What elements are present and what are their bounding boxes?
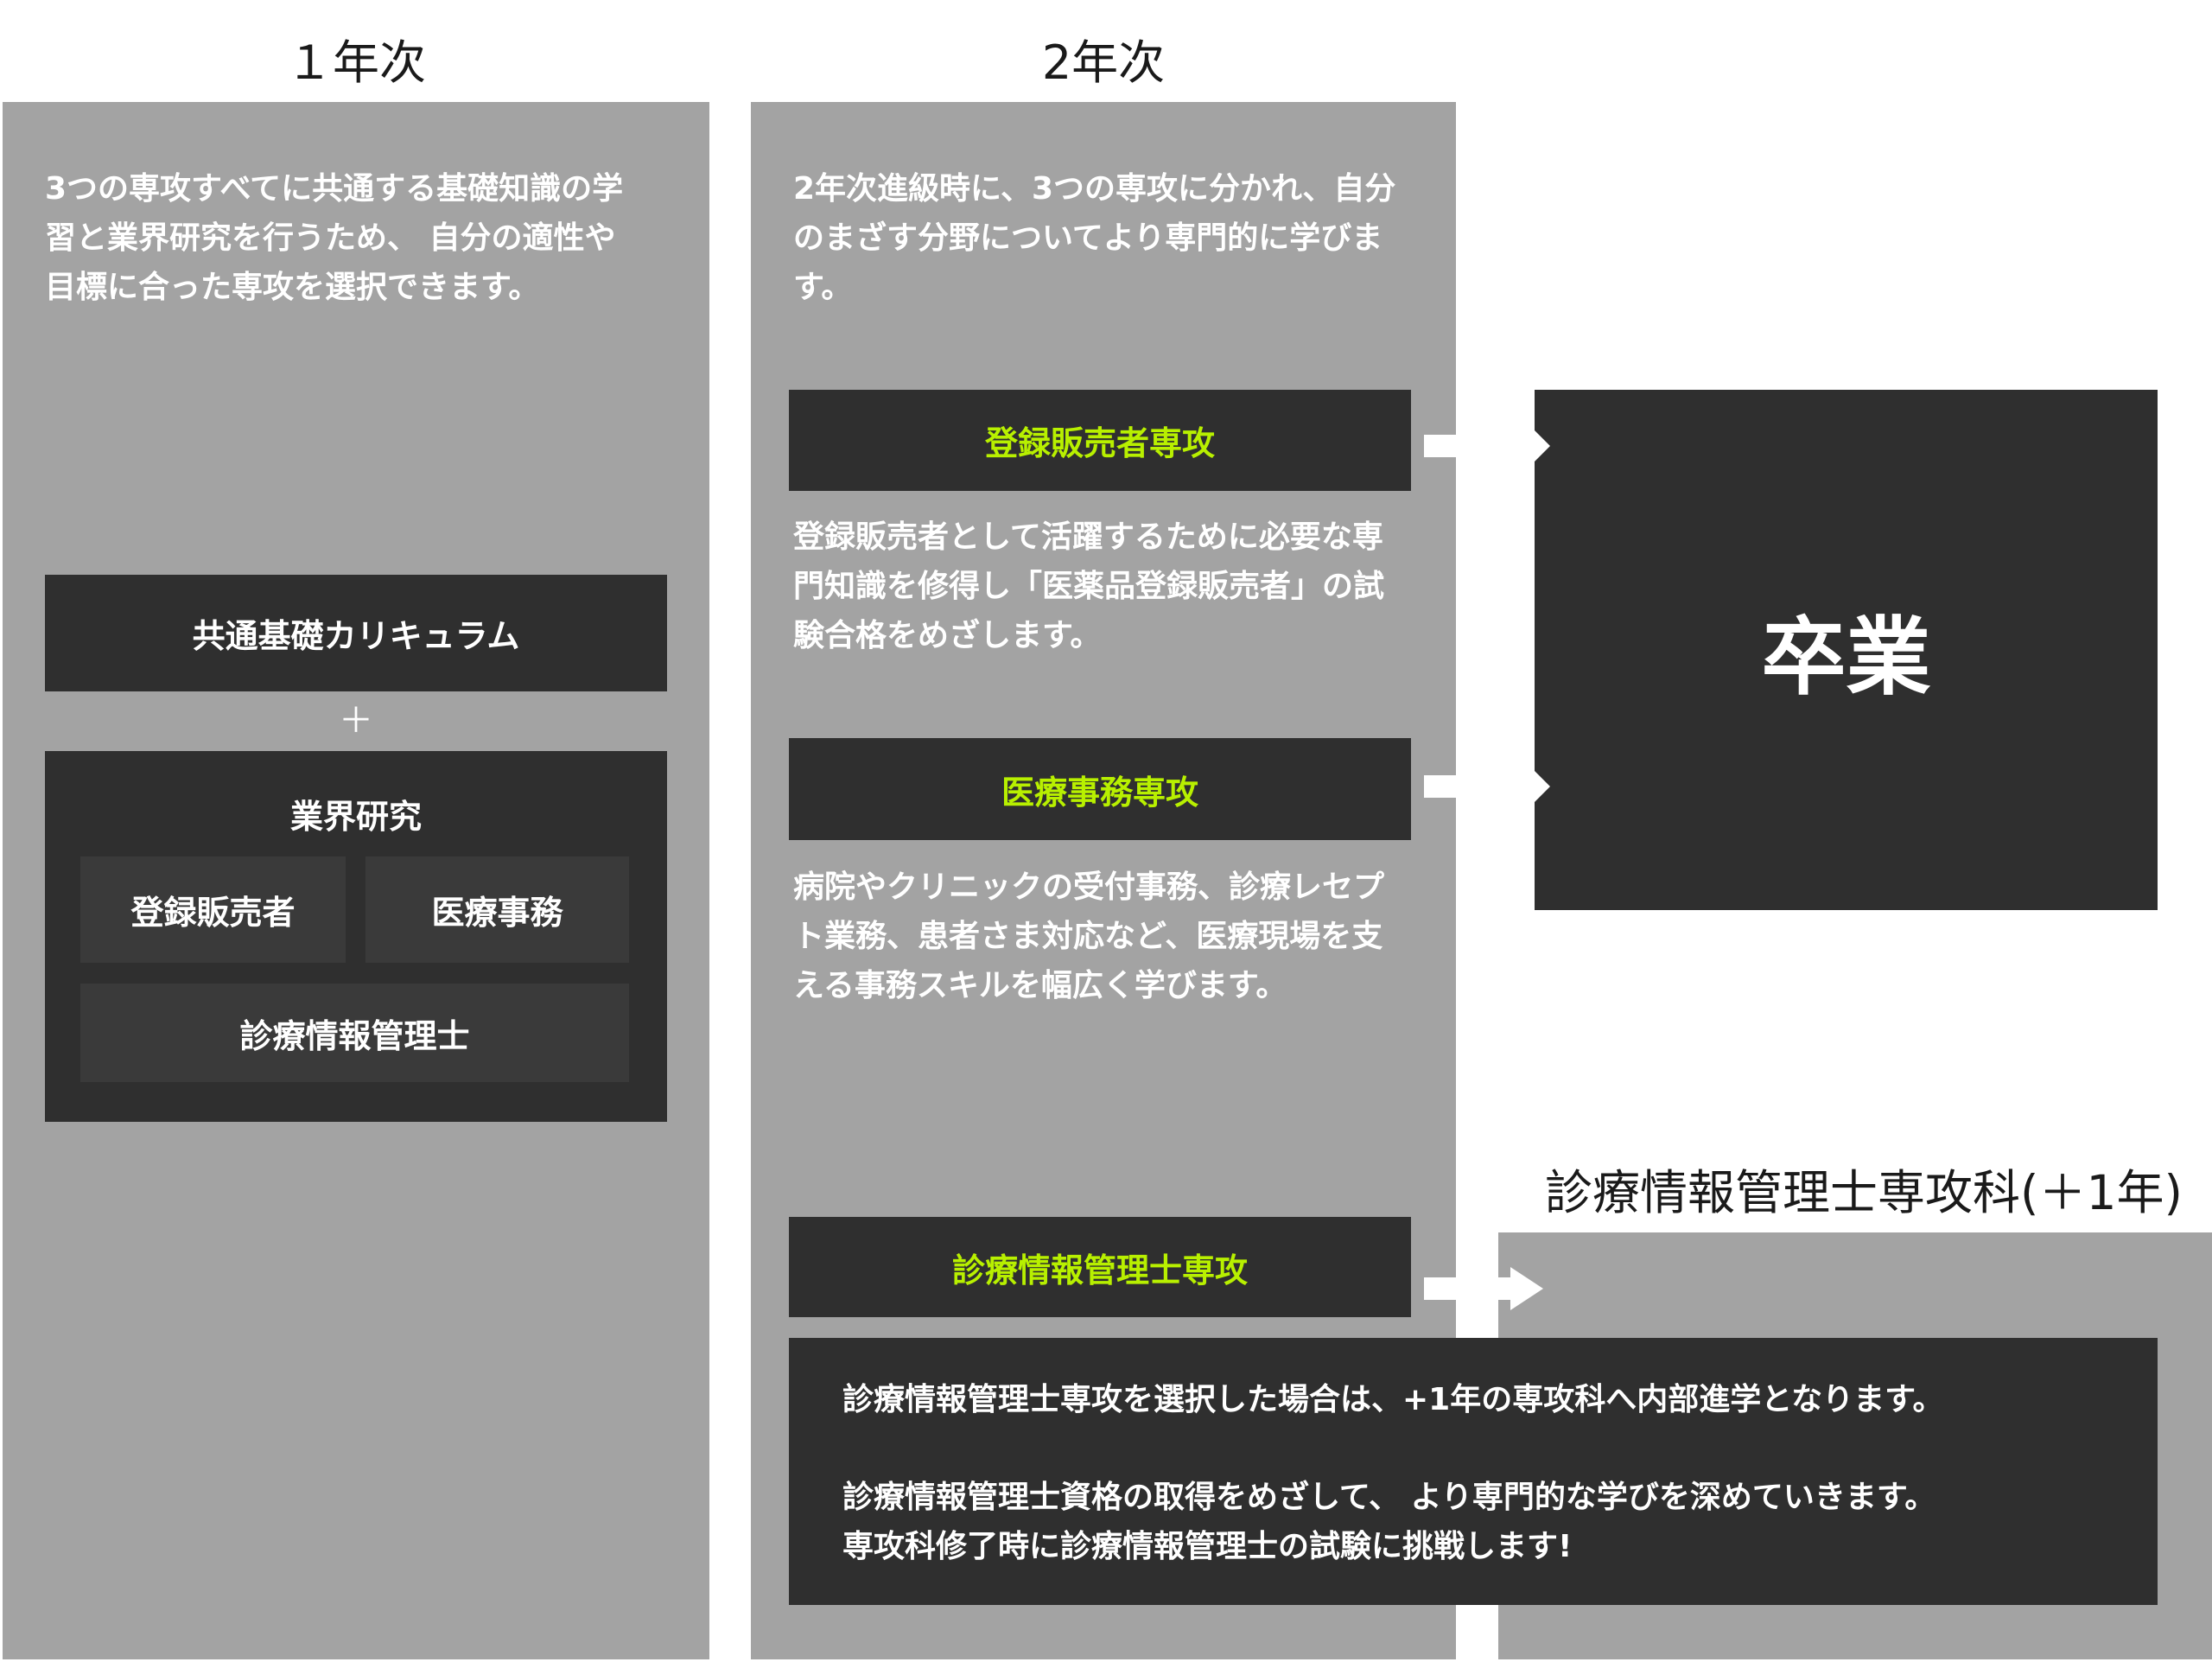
arrow-to-graduation (1424, 435, 1535, 457)
major-medical-office: 医療事務専攻 (789, 738, 1411, 840)
extra-year-line: 診療情報管理士資格の取得をめざして、 より専門的な学びを深めていきます。 (842, 1480, 1936, 1515)
arrowhead-icon (1510, 1267, 1543, 1310)
research-item: 診療情報管理士 (80, 984, 629, 1082)
research-item: 登録販売者 (80, 856, 346, 963)
major-description: 登録販売者として活躍するために必要な専門知識を修得し「医薬品登録販売者」の試験合… (793, 519, 1385, 653)
year1-description: 3つの専攻すべてに共通する基礎知識の学習と業界研究を行うため、 自分の適性や目標… (45, 171, 624, 305)
year1-panel: 3つの専攻すべてに共通する基礎知識の学習と業界研究を行うため、 自分の適性や目標… (3, 102, 709, 1659)
extra-year-title: 診療情報管理士専攻科(＋1年) (1545, 1165, 2183, 1220)
major-health-info: 診療情報管理士専攻 (789, 1217, 1411, 1317)
common-curriculum-box: 共通基礎カリキュラム (45, 575, 667, 691)
extra-year-description-box: 診療情報管理士専攻を選択した場合は、+1年の専攻科へ内部進学となります。 診療情… (789, 1338, 2158, 1605)
arrowhead-icon (1535, 771, 1550, 802)
year2-description: 2年次進級時に、3つの専攻に分かれ、自分のまざす分野についてより専門的に学びます… (793, 171, 1396, 305)
arrow-to-graduation (1424, 775, 1535, 798)
major-description: 病院やクリニックの受付事務、診療レセプト業務、患者さま対応など、医療現場を支える… (793, 869, 1385, 1003)
extra-year-line: 専攻科修了時に診療情報管理士の試験に挑戦します! (842, 1529, 1573, 1564)
arrow-to-extra-year (1424, 1277, 1512, 1300)
major-registered-seller: 登録販売者専攻 (789, 390, 1411, 491)
plus-sign: ＋ (339, 701, 373, 741)
year1-title: １年次 (286, 35, 426, 90)
industry-research-box: 業界研究 登録販売者 医療事務 診療情報管理士 (45, 751, 667, 1122)
extra-year-line: 診療情報管理士専攻を選択した場合は、+1年の専攻科へ内部進学となります。 (842, 1382, 1944, 1417)
industry-research-title: 業界研究 (289, 798, 422, 836)
arrowhead-icon (1535, 430, 1550, 462)
research-item: 医療事務 (365, 856, 629, 963)
graduation-box: 卒業 (1535, 390, 2158, 910)
year2-title: 2年次 (1041, 35, 1166, 90)
